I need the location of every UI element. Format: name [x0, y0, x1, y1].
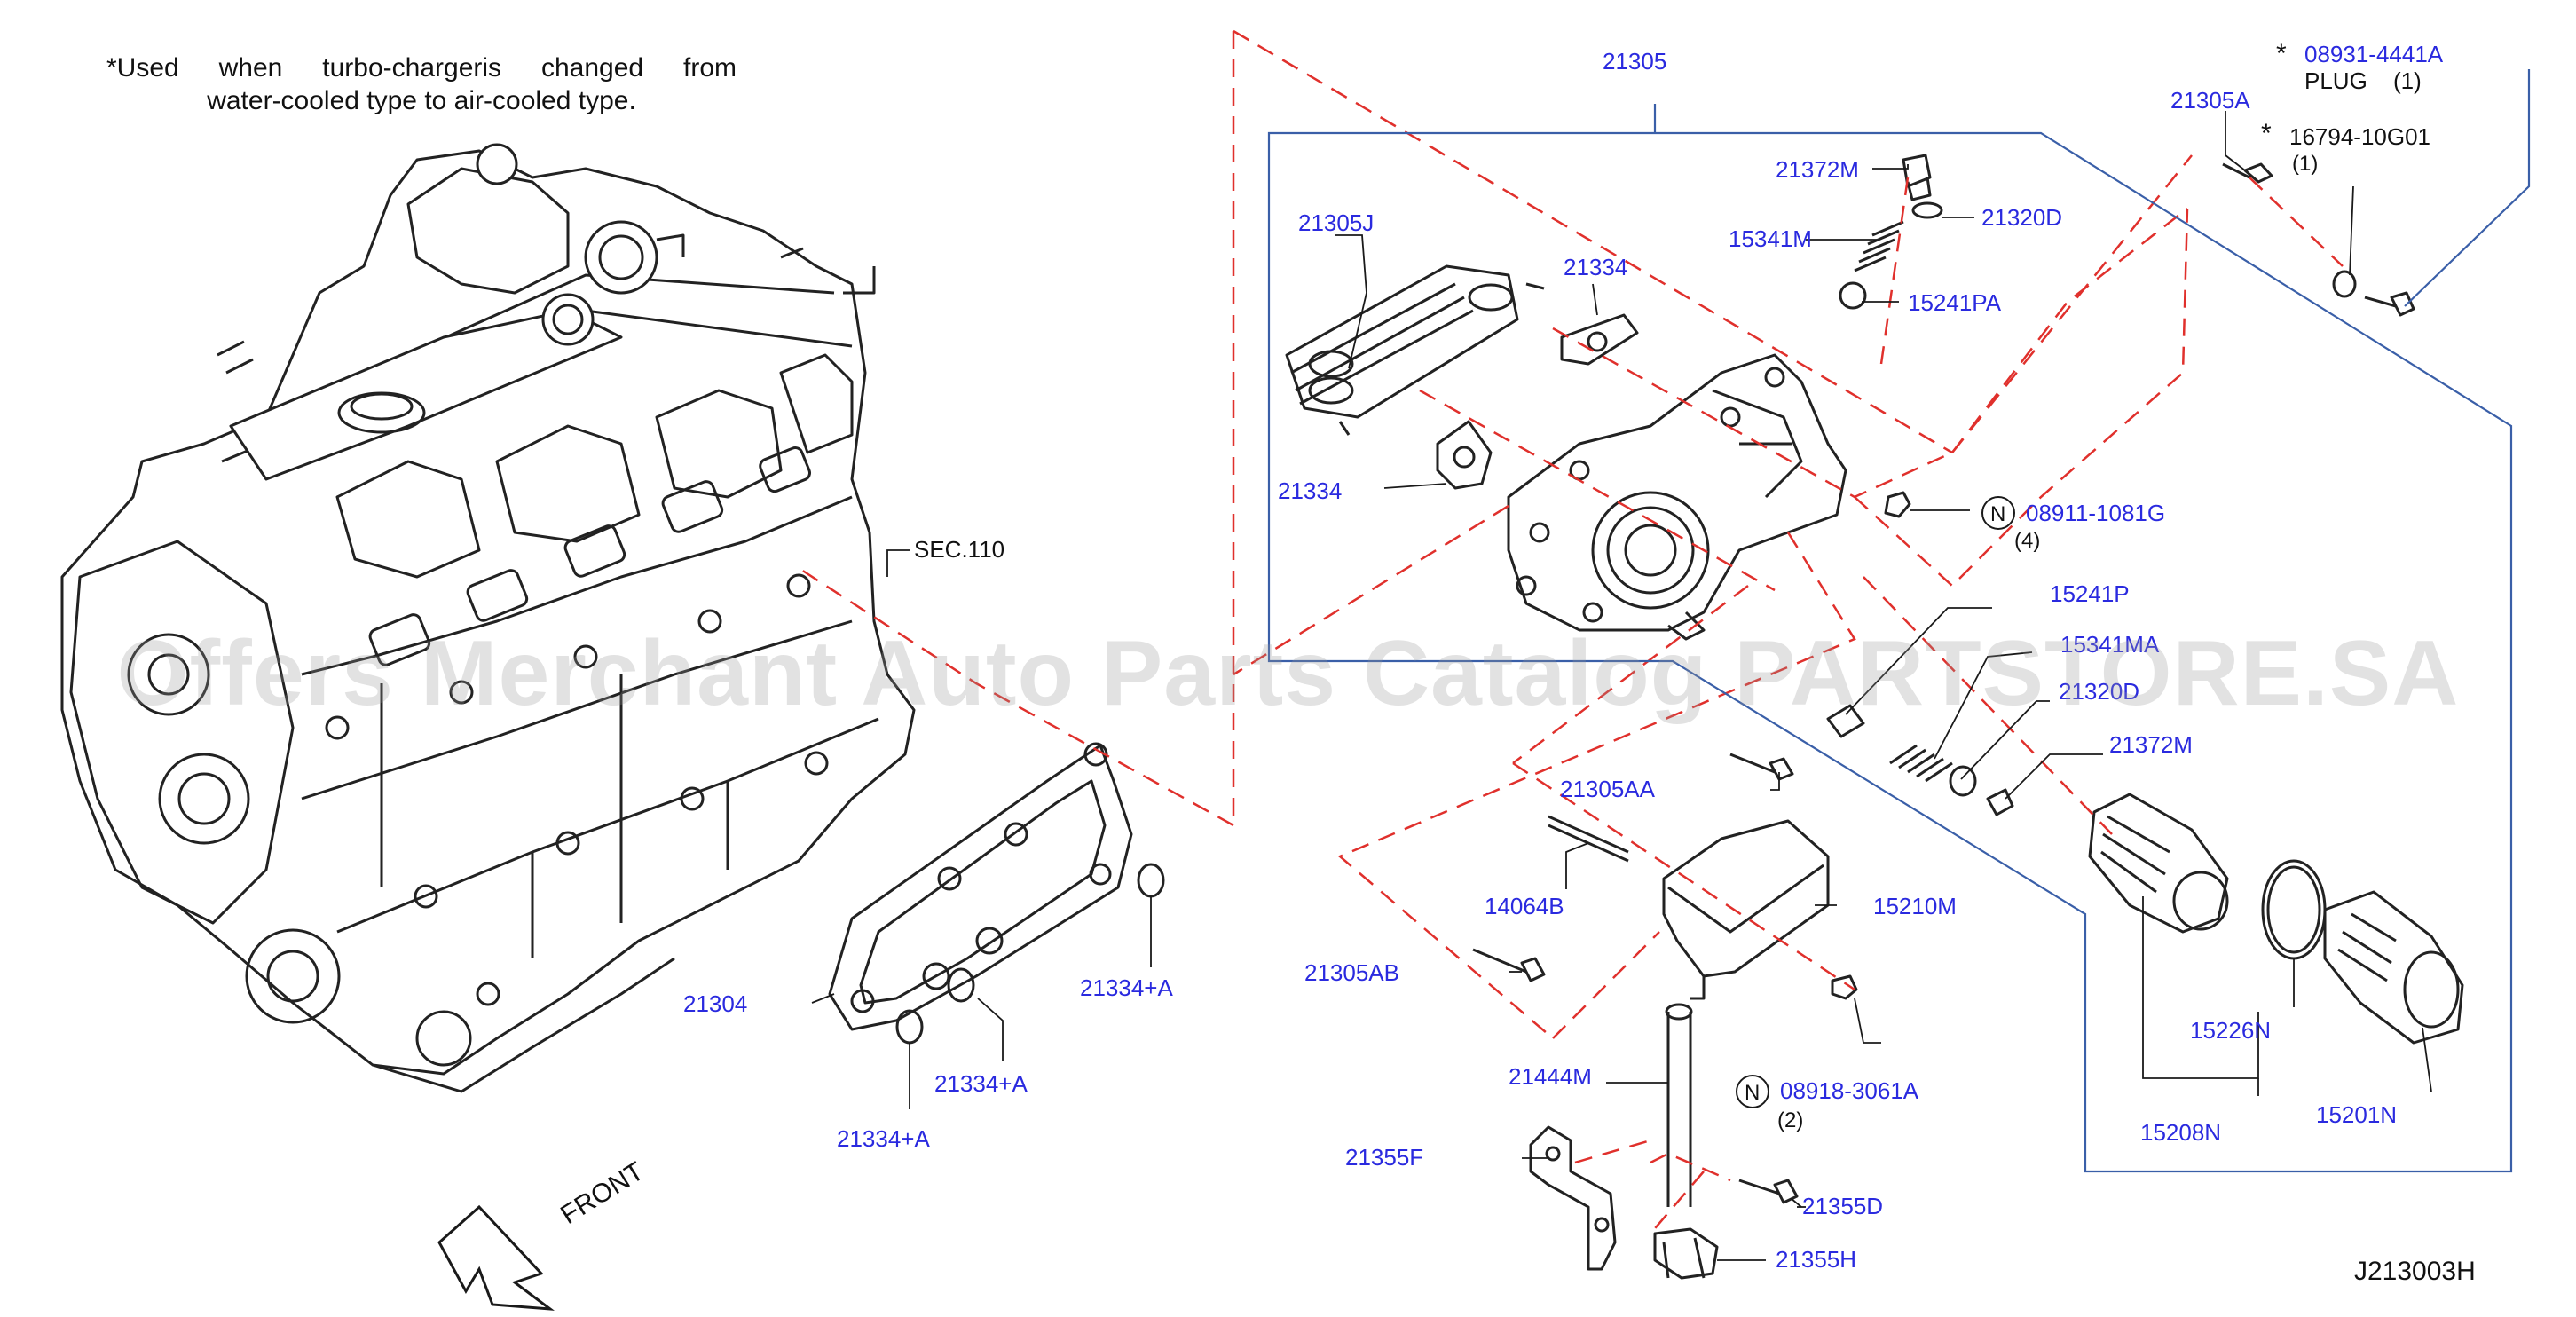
label-15241p: 15241P [2050, 580, 2130, 607]
plug-label: PLUG [2304, 67, 2367, 94]
sec-110-reference: SEC.110 [914, 536, 1004, 563]
label-21372m-top: 21372M [1776, 156, 1859, 183]
engine-block-drawing [60, 143, 916, 1093]
label-21320d-bottom: 21320D [2059, 678, 2139, 705]
usage-note: *Used when turbo-chargeris changed from … [106, 51, 737, 117]
label-21305ab: 21305AB [1304, 959, 1399, 986]
star-marker-2: * [2261, 119, 2272, 148]
n-marker-1: N [1990, 502, 2005, 526]
front-label: FRONT [555, 1156, 649, 1230]
callout-leaders [811, 111, 2432, 1261]
label-08931-4441a: 08931-4441A [2304, 41, 2444, 67]
quantity-08911: (4) [2014, 529, 2040, 553]
label-21444m: 21444M [1509, 1063, 1592, 1090]
label-15341ma: 15341MA [2060, 631, 2160, 658]
label-14064b: 14064B [1485, 893, 1564, 919]
label-15201n: 15201N [2316, 1101, 2397, 1128]
label-21355d: 21355D [1802, 1193, 1883, 1219]
label-21334a-3: 21334+A [837, 1125, 930, 1152]
n-markers [1736, 496, 2015, 1108]
oil-filter-drawing [2088, 793, 2464, 1045]
label-15208n: 15208N [2140, 1119, 2221, 1146]
star-marker-1: * [2276, 39, 2287, 68]
quantity-16794: (1) [2292, 152, 2318, 176]
label-21372m-bottom: 21372M [2109, 731, 2193, 758]
usage-note-line-2: water-cooled type to air-cooled type. [207, 86, 636, 115]
label-21304: 21304 [683, 990, 747, 1017]
plug-quantity: (1) [2393, 67, 2422, 94]
small-parts-drawing [1826, 154, 2415, 816]
front-arrow-icon [437, 1204, 555, 1311]
oil-cooler-drawing [1285, 264, 1639, 490]
label-08918-3061a: 08918-3061A [1780, 1077, 1919, 1104]
label-21334a-2: 21334+A [934, 1070, 1028, 1097]
oil-filter-bracket-drawing [1507, 353, 1847, 641]
label-16794-10g01: 16794-10G01 [2289, 123, 2430, 150]
oil-cooler-gasket-drawing [828, 742, 1165, 1045]
assembly-group-outline [1267, 69, 2531, 1173]
label-21305a: 21305A [2170, 87, 2250, 114]
usage-note-line-1: *Used when turbo-chargeris changed from [106, 53, 737, 83]
diagram-code: J213003H [2354, 1257, 2476, 1286]
label-15210m: 15210M [1873, 893, 1957, 919]
assembly-dashed-lines [798, 29, 2344, 1234]
label-21355h: 21355H [1776, 1246, 1856, 1273]
label-21305aa: 21305AA [1560, 776, 1656, 802]
label-21355f: 21355F [1345, 1144, 1423, 1171]
label-21334a-1: 21334+A [1080, 974, 1173, 1001]
oil-strainer-parts-drawing [1472, 753, 1858, 1280]
label-15341m: 15341M [1729, 225, 1812, 252]
quantity-08918: (2) [1777, 1108, 1803, 1132]
label-21334-a: 21334 [1564, 254, 1627, 280]
label-21320d-top: 21320D [1981, 204, 2062, 231]
label-21334-b: 21334 [1278, 477, 1342, 504]
label-15226n: 15226N [2190, 1017, 2271, 1044]
label-21305: 21305 [1603, 48, 1666, 75]
label-21305j: 21305J [1298, 209, 1374, 236]
n-marker-2: N [1745, 1081, 1760, 1105]
label-08911-1081g: 08911-1081G [2026, 500, 2165, 526]
label-15241pa: 15241PA [1908, 289, 2002, 316]
